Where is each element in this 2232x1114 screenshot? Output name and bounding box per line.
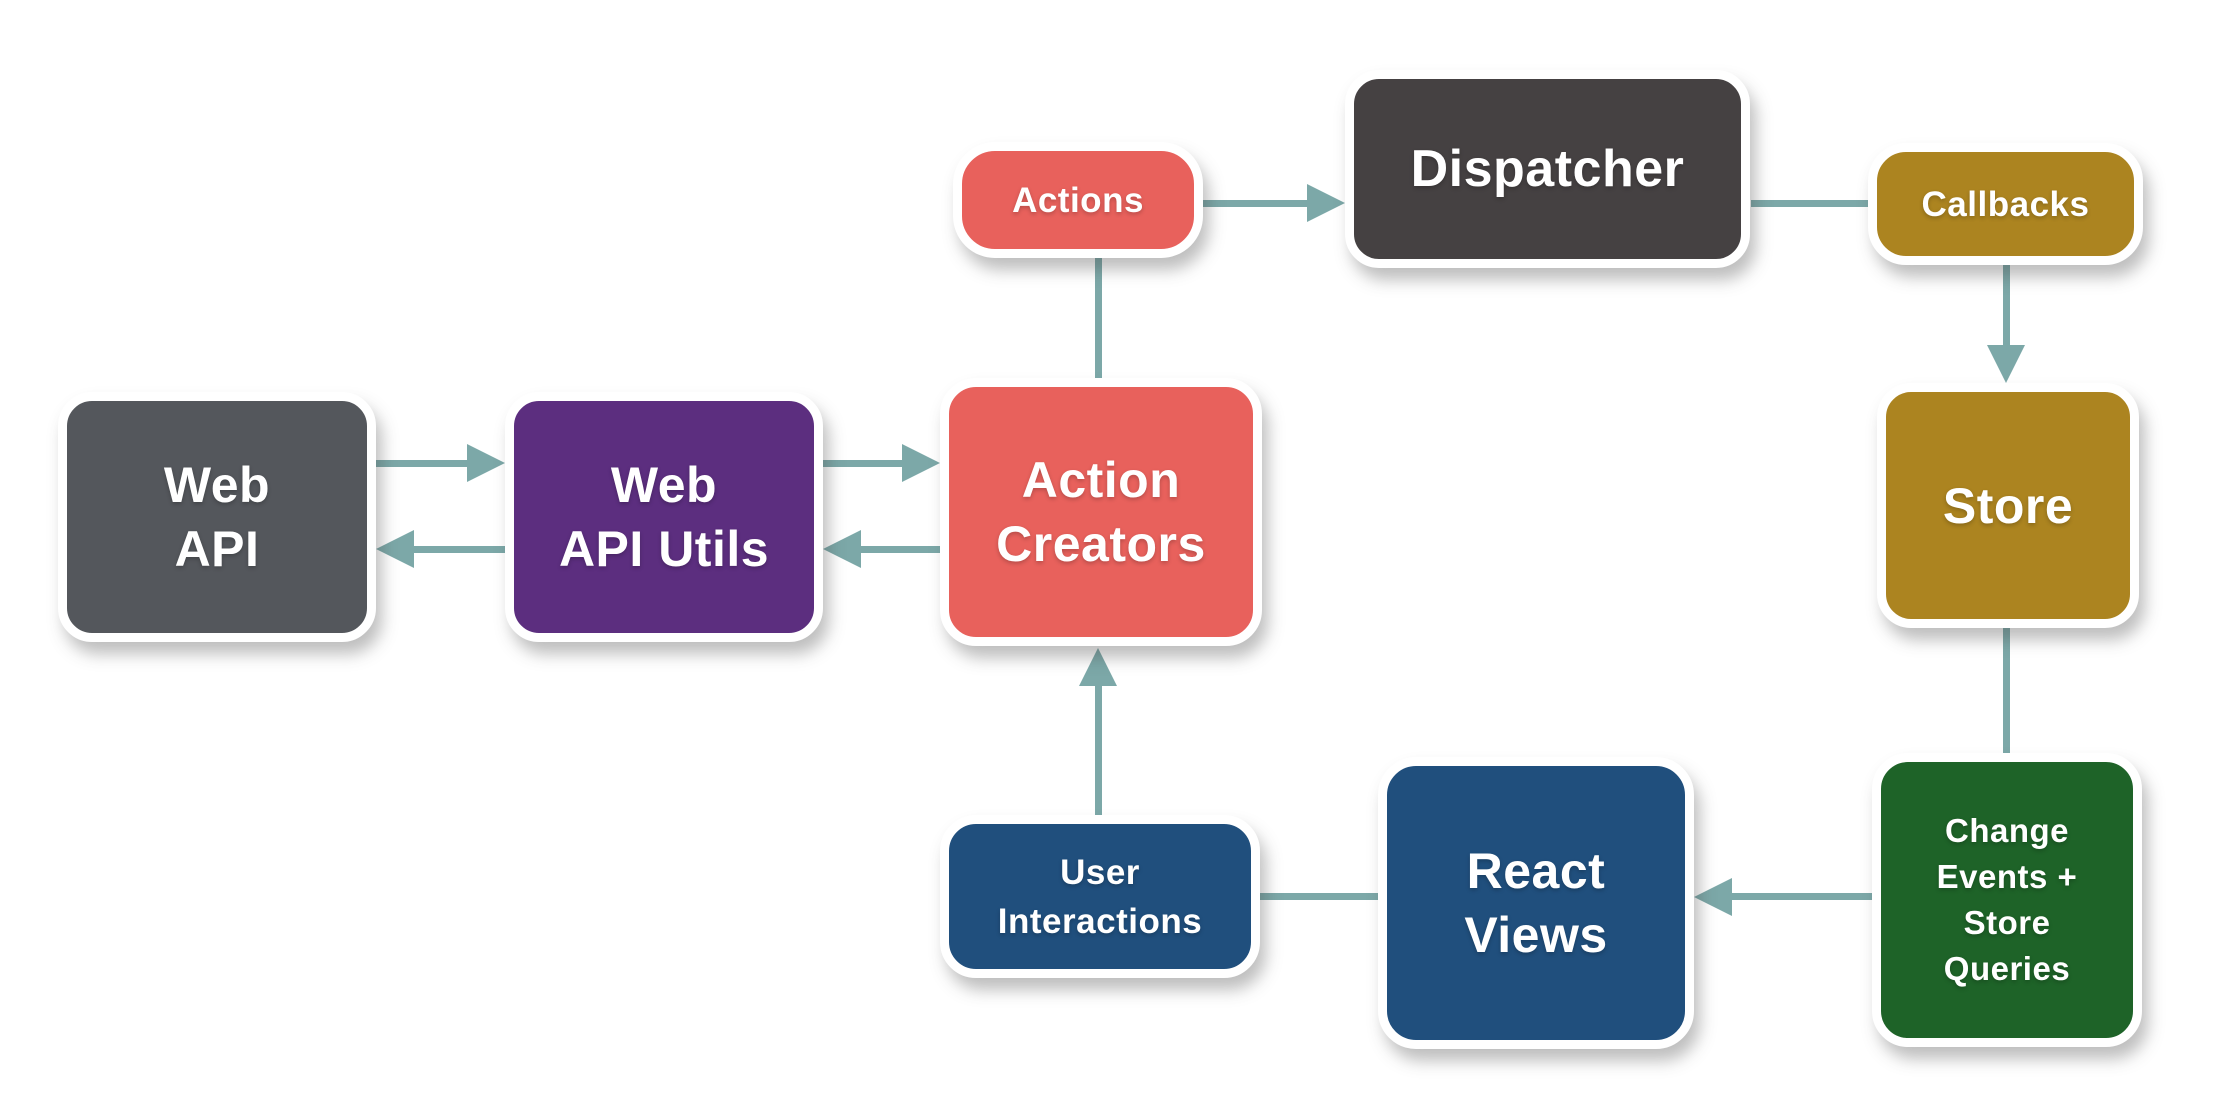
edge-web-api-utils-to-web-api-arrowhead-icon xyxy=(376,530,414,568)
edge-actions-to-dispatcher-line xyxy=(1203,200,1307,207)
edge-callbacks-to-store-line xyxy=(2003,265,2010,345)
edge-web-api-to-web-api-utils-line xyxy=(376,460,467,467)
node-react-views-label: React Views xyxy=(1464,843,1608,963)
node-action-creators-label: Action Creators xyxy=(996,452,1206,572)
edge-web-api-to-web-api-utils-arrowhead-icon xyxy=(467,444,505,482)
edge-user-interactions-to-action-creators-arrowhead-icon xyxy=(1079,648,1117,686)
node-web-api: Web API xyxy=(58,392,376,642)
edge-change-events-to-react-views-arrowhead-icon xyxy=(1694,878,1732,916)
edge-action-creators-to-web-api-utils-arrowhead-icon xyxy=(823,530,861,568)
node-user-interactions-label: User Interactions xyxy=(997,852,1203,941)
node-web-api-utils: Web API Utils xyxy=(505,392,823,642)
edge-web-api-utils-to-action-creators-arrowhead-icon xyxy=(902,444,940,482)
node-actions: Actions xyxy=(953,142,1203,258)
edge-web-api-utils-to-action-creators-line xyxy=(823,460,902,467)
edge-user-interactions-to-action-creators-line xyxy=(1095,684,1102,815)
node-dispatcher-label: Dispatcher xyxy=(1410,139,1685,198)
node-change-events-store-queries-label: Change Events + Store Queries xyxy=(1936,811,2078,988)
node-action-creators: Action Creators xyxy=(940,378,1262,646)
node-web-api-utils-label: Web API Utils xyxy=(558,457,770,577)
node-react-views: React Views xyxy=(1378,757,1694,1049)
edge-web-api-utils-to-web-api-line xyxy=(414,546,505,553)
node-web-api-label: Web API xyxy=(163,457,271,577)
node-callbacks-label: Callbacks xyxy=(1921,184,2090,224)
edge-store-to-change-events-line xyxy=(2003,628,2010,753)
node-store-label: Store xyxy=(1942,477,2074,534)
node-user-interactions: User Interactions xyxy=(940,815,1260,978)
edge-change-events-to-react-views-line xyxy=(1732,893,1872,900)
edge-action-creators-to-actions-line xyxy=(1095,258,1102,378)
node-store: Store xyxy=(1877,383,2139,628)
node-change-events-store-queries: Change Events + Store Queries xyxy=(1872,753,2142,1047)
node-dispatcher: Dispatcher xyxy=(1345,70,1750,268)
edge-dispatcher-to-callbacks-line xyxy=(1751,200,1868,207)
edge-callbacks-to-store-arrowhead-icon xyxy=(1987,345,2025,383)
edge-react-views-to-user-interactions-line xyxy=(1260,893,1378,900)
node-actions-label: Actions xyxy=(1012,180,1144,220)
edge-action-creators-to-web-api-utils-line xyxy=(861,546,940,553)
edge-actions-to-dispatcher-arrowhead-icon xyxy=(1307,184,1345,222)
node-callbacks: Callbacks xyxy=(1868,143,2143,265)
